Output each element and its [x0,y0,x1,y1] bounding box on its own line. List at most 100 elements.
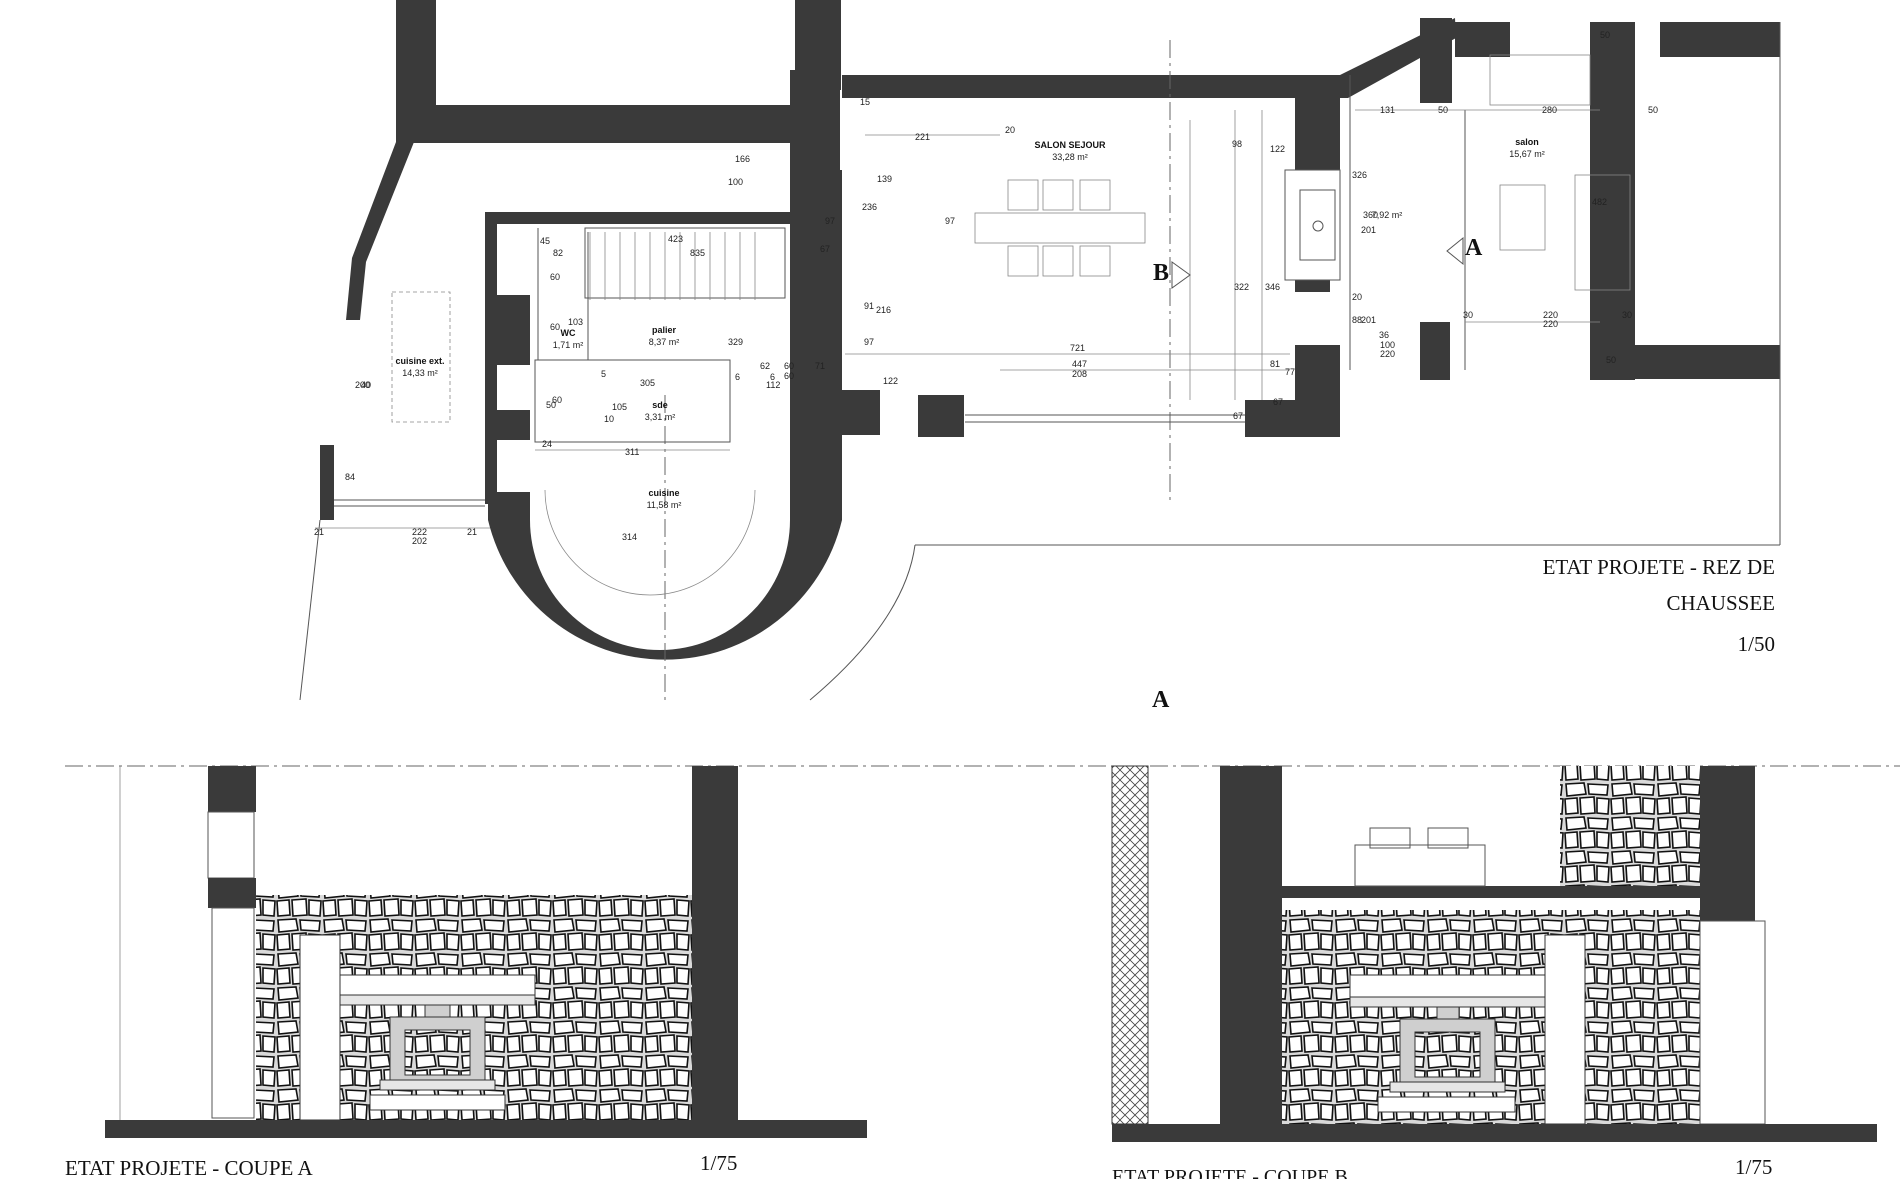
room-label-salon: salon [1515,137,1539,147]
dimension-label: 88 [1352,315,1362,325]
dimension-label: 5 [601,369,606,379]
dimension-label: 24 [542,439,552,449]
room-label-palier: palier [652,325,677,335]
dimension-label: 221 [915,132,930,142]
dimension-label: 40 [361,380,371,390]
dimension-label: 50 [1438,105,1448,115]
dimension-label: 30 [1622,310,1632,320]
dimension-label: 202 [412,536,427,546]
dimension-label: 360 [1363,210,1378,220]
dimension-label: 423 [668,234,683,244]
plan-scale: 1/50 [1738,632,1775,656]
dimension-label: 60 [784,361,794,371]
dimension-label: 201 [1361,225,1376,235]
dimension-label: 91 [864,301,874,311]
dimension-label: 6 [770,372,775,382]
dimension-label: 103 [568,317,583,327]
dimension-label: 10 [604,414,614,424]
dimension-label: 100 [1380,340,1395,350]
plan-title-line2: CHAUSSEE [1666,591,1775,615]
dimension-label: 30 [1463,310,1473,320]
dimension-label: 208 [1072,369,1087,379]
section-mark-a-right: A [1465,235,1483,261]
dimension-label: 220 [1380,349,1395,359]
dimension-label: 139 [877,174,892,184]
dimension-label: 71 [815,361,825,371]
dimension-label: 346 [1265,282,1280,292]
dimension-label: 311 [625,447,639,457]
floor-plan: SALON SEJOUR 33,28 m² salon 15,67 m² 7,9… [299,0,1781,713]
room-label-cuisine-ext: cuisine ext. [395,356,444,366]
dimension-label: 220 [1543,319,1558,329]
dimension-label: 60 [550,322,560,332]
dimension-label: 98 [1232,139,1242,149]
dimension-label: 100 [728,177,743,187]
dimension-label: 15 [860,97,870,107]
dimension-label: 50 [1606,355,1616,365]
dimension-label: 21 [467,527,477,537]
dimension-label: 122 [1270,144,1285,154]
room-area-cuisine-ext: 14,33 m² [402,368,438,378]
dimension-label: 835 [690,248,705,258]
room-label-sde: sde [652,400,668,410]
room-label-cuisine: cuisine [648,488,679,498]
dimension-label: 21 [314,527,324,537]
room-area-wc: 1,71 m² [553,340,584,350]
dimension-label: 97 [945,216,955,226]
room-area-entry: 7,92 m² [1372,210,1403,220]
dimension-label: 50 [1600,30,1610,40]
dimension-label: 482 [1592,197,1607,207]
dimension-label: 222 [412,527,427,537]
section-coupe-b: ETAT PROJETE - COUPE B 1/75 [1111,765,1877,1179]
section-mark-a-bottom: A [1152,687,1170,713]
dimension-label: 67 [1273,397,1283,407]
dimension-label: 67 [820,244,830,254]
dimension-label: 447 [1072,359,1087,369]
dimension-label: 329 [728,337,743,347]
room-area-salon: 15,67 m² [1509,149,1545,159]
room-area-cuisine: 11,58 m² [647,500,682,510]
dimension-label: 50 [546,400,556,410]
dimension-label: 45 [540,236,550,246]
coupe-a-title: ETAT PROJETE - COUPE A [65,1156,313,1179]
dimension-label: 50 [1648,105,1658,115]
plan-title-line1: ETAT PROJETE - REZ DE [1543,555,1775,579]
dimension-label: 82 [553,248,563,258]
room-label-salon-sejour: SALON SEJOUR [1034,140,1106,150]
room-area-palier: 8,37 m² [649,337,680,347]
dimension-label: 166 [735,154,750,164]
dimension-label: 62 [760,361,770,371]
dimension-label: 280 [1542,105,1557,115]
dimension-label: 60 [552,395,562,405]
dimension-label: 60 [784,371,794,381]
dimension-label: 20 [1005,125,1015,135]
dimension-label: 200 [355,380,370,390]
dimension-label: 36 [1379,330,1389,340]
dimension-label: 236 [862,202,877,212]
dimension-label: 97 [864,337,874,347]
coupe-a-scale: 1/75 [700,1151,737,1175]
dimension-label: 84 [345,472,355,482]
dimension-label: 105 [612,402,627,412]
dimension-label: 326 [1352,170,1367,180]
room-label-wc: WC [561,328,576,338]
room-area-salon-sejour: 33,28 m² [1052,152,1088,162]
section-mark-b: B [1153,260,1169,286]
dimension-label: 112 [766,380,780,390]
dimension-label: 131 [1380,105,1395,115]
dimension-label: 67 [1233,411,1243,421]
dimension-label: 201 [1361,315,1376,325]
dimension-label: 97 [825,216,835,226]
dimension-label: 220 [1543,310,1558,320]
dimension-label: 20 [1352,292,1362,302]
section-coupe-a: ETAT PROJETE - COUPE A 1/75 [65,766,867,1179]
dimension-label: 305 [640,378,655,388]
dimension-label: 77 [1285,367,1295,377]
dimension-label: 216 [876,305,891,315]
dimension-label: 81 [1270,359,1280,369]
dimension-label: 6 [735,372,740,382]
dimension-label: 322 [1234,282,1249,292]
coupe-b-scale: 1/75 [1735,1155,1772,1179]
